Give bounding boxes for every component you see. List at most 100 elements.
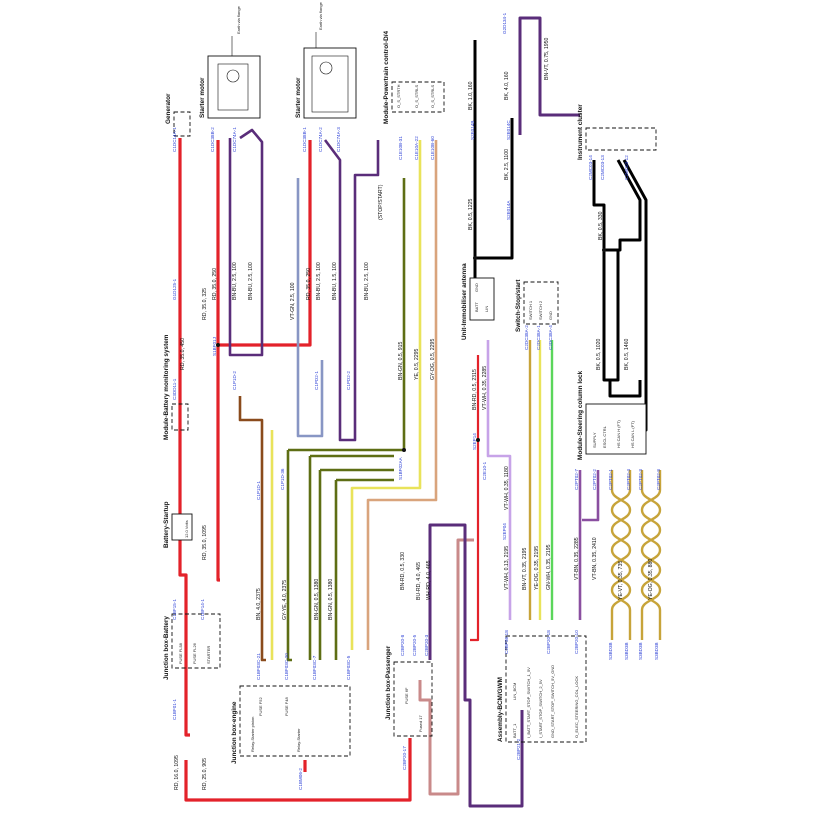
conn-label-7: C1E10B-31 bbox=[398, 136, 403, 160]
wire-tan bbox=[366, 140, 438, 650]
splice-dot-3 bbox=[476, 438, 480, 442]
steering-lock-title: Module-Steering column lock bbox=[577, 370, 584, 460]
wire-gold-twist-2 bbox=[610, 470, 632, 640]
conn-label-62: G2D134-1 bbox=[502, 12, 507, 34]
jb-engine-box bbox=[239, 685, 351, 757]
wire-purple-pcm bbox=[323, 139, 380, 442]
conn-label-67: C2PT02-1 bbox=[608, 469, 613, 490]
wire-label-5: RD, 25.0, 905 bbox=[202, 758, 208, 790]
conn-label-39: S2EP14 bbox=[472, 433, 477, 450]
wire-label-3: RD, 35.0, 1095 bbox=[202, 525, 208, 560]
generator-title: Generator bbox=[165, 93, 172, 124]
jb-engine-relay-2: Relay-Starter bbox=[296, 728, 301, 752]
conn-label-13: C1P1D-2 bbox=[232, 371, 237, 390]
wire-black-cluster-3 bbox=[602, 250, 620, 382]
jb-battery-starter: STARTER bbox=[206, 646, 211, 664]
steer-pin-4: HS CAN L (FT) bbox=[630, 420, 635, 448]
wire-label-15: GY-YE, 4.0, 2375 bbox=[282, 580, 288, 620]
wire-label-28: VT-WH, 0.13, 2195 bbox=[504, 546, 510, 590]
wire-label-38: BK, 1.0, 160 bbox=[468, 81, 474, 110]
immobiliser-box bbox=[469, 277, 495, 321]
conn-label-9: C1E10B-60 bbox=[430, 136, 435, 160]
conn-label-38: S2EP04 bbox=[502, 523, 507, 540]
conn-label-12: S1BF01J bbox=[212, 337, 217, 356]
conn-label-17: C1PD2-1 bbox=[314, 371, 319, 390]
wire-label-2: RD, 35.0, 250 bbox=[306, 268, 312, 300]
switch-stop-start-box bbox=[523, 281, 559, 325]
wire-label-44: BK, 0.5, 1460 bbox=[624, 338, 630, 370]
powertrain-box bbox=[391, 81, 445, 113]
conn-label-54: C2DC38A-1 bbox=[536, 325, 541, 350]
starter-motor-2-title: Starter motor bbox=[295, 77, 302, 118]
conn-label-46: C2BP36-18 bbox=[504, 630, 509, 654]
wire-label-7: BN-BU, 2.5, 100 bbox=[248, 262, 254, 300]
jb-battery-fuse-2: FUSE FL26 bbox=[192, 642, 197, 664]
jb-passenger-fuse: FUSE 6F bbox=[404, 687, 409, 704]
wire-label-4: RD, 16.0, 1095 bbox=[174, 755, 180, 790]
wire-label-1: RD, 35.0, 250 bbox=[212, 268, 218, 300]
conn-label-11: C3DD11-1 bbox=[172, 378, 177, 400]
switch-stop-start-title: Switch-Stop/start bbox=[515, 279, 522, 332]
wire-label-22: BN-RD, 0.5, 330 bbox=[400, 552, 406, 590]
conn-label-68: C2PT02-4 bbox=[626, 469, 631, 490]
immob-pin-batt: BATT bbox=[474, 302, 479, 312]
conn-label-77: S3BD3B bbox=[638, 642, 643, 660]
conn-label-51: C2BP20-10 bbox=[574, 630, 579, 654]
generator-box bbox=[173, 111, 191, 137]
wire-label-23: BN-RD, 0.5, 2315 bbox=[472, 369, 478, 410]
wire-label-0: RD, 35.0, 325 bbox=[202, 288, 208, 320]
wire-steel-blue bbox=[296, 178, 324, 438]
splice-dot-2 bbox=[402, 448, 406, 452]
starter-motor-1-title: Starter motor bbox=[199, 77, 206, 118]
conn-label-79: C2MC03-14 bbox=[588, 155, 593, 180]
starter-motor-2-box bbox=[303, 47, 357, 119]
conn-label-4: C1DC74A-2 bbox=[318, 127, 323, 152]
wire-red-starter-2 bbox=[216, 345, 220, 582]
conn-label-29: C1BF03C-5 bbox=[346, 655, 351, 680]
wire-red-bottom bbox=[184, 738, 412, 802]
wire-label-34: YE-VT, 0.35, 735 bbox=[618, 561, 624, 600]
wire-label-10: BN-BU, 1.5, 100 bbox=[332, 262, 338, 300]
conn-label-80: C2MC03-13 bbox=[600, 155, 605, 180]
jb-passenger-box bbox=[393, 661, 433, 737]
earth-flange-1: Earth via flange bbox=[236, 5, 241, 34]
conn-label-34: C2BP20-3 bbox=[424, 634, 429, 656]
sw-pin-3: GND bbox=[548, 311, 553, 320]
conn-label-59: S2E014B bbox=[470, 121, 475, 140]
bcm-box bbox=[505, 635, 587, 743]
wire-yellow bbox=[350, 140, 422, 650]
wire-brown bbox=[238, 396, 266, 662]
conn-label-60: S2E014C bbox=[506, 120, 511, 140]
pcm-pin-3: O_S_STRLS bbox=[430, 85, 435, 108]
conn-label-14: C1P1D-1 bbox=[256, 481, 261, 500]
wire-label-48: BN-VT, 0.75, 1950 bbox=[544, 37, 550, 80]
wire-lavender bbox=[486, 340, 512, 620]
wire-label-40: BK, 2.5, 1100 bbox=[504, 149, 510, 180]
wire-label-36: YE-OG, 0.35, 880 bbox=[648, 559, 654, 600]
conn-label-76: S3BD3B bbox=[624, 642, 629, 660]
conn-label-24: C1BF01-1 bbox=[172, 699, 177, 720]
jb-engine-fuse-1: FUSE F52 bbox=[258, 697, 263, 716]
wire-label-11: BN-BU, 2.5, 100 bbox=[364, 262, 370, 300]
sw-pin-2: SWITCH 2 bbox=[538, 300, 543, 320]
conn-label-53: C2DC38A-2 bbox=[524, 325, 529, 350]
conn-label-27: C1BF03C-7 bbox=[312, 655, 317, 680]
wire-black-cluster-2 bbox=[622, 159, 648, 432]
conn-label-26: C1BF03C-20 bbox=[284, 653, 289, 680]
starter-motor-1-box bbox=[207, 55, 261, 119]
wire-purple-cluster bbox=[518, 16, 580, 135]
wire-black-immob bbox=[473, 40, 514, 260]
starter-motor-2-inner bbox=[311, 55, 349, 113]
conn-label-33: C2BP20-5 bbox=[412, 634, 417, 656]
wire-label-42: BK, 0.5, 1020 bbox=[596, 338, 602, 370]
battery-box bbox=[171, 513, 193, 541]
conn-label-5: C1DC74A-3 bbox=[336, 127, 341, 152]
starter-motor-1-inner bbox=[217, 63, 249, 111]
wire-label-31: GN-WH, 0.35, 2195 bbox=[546, 544, 552, 590]
wire-label-24: BU-RD, 4.0, 465 bbox=[416, 562, 422, 600]
steer-pin-2: ESCL CTRL bbox=[602, 425, 607, 448]
jb-passenger-title: Junction box-Passenger bbox=[385, 645, 392, 720]
immob-pin-lin: LIN bbox=[484, 306, 489, 312]
wire-label-41: BK, 0.5, 1225 bbox=[468, 198, 474, 230]
wire-label-33: VT-BN, 0.35, 2410 bbox=[592, 537, 598, 580]
